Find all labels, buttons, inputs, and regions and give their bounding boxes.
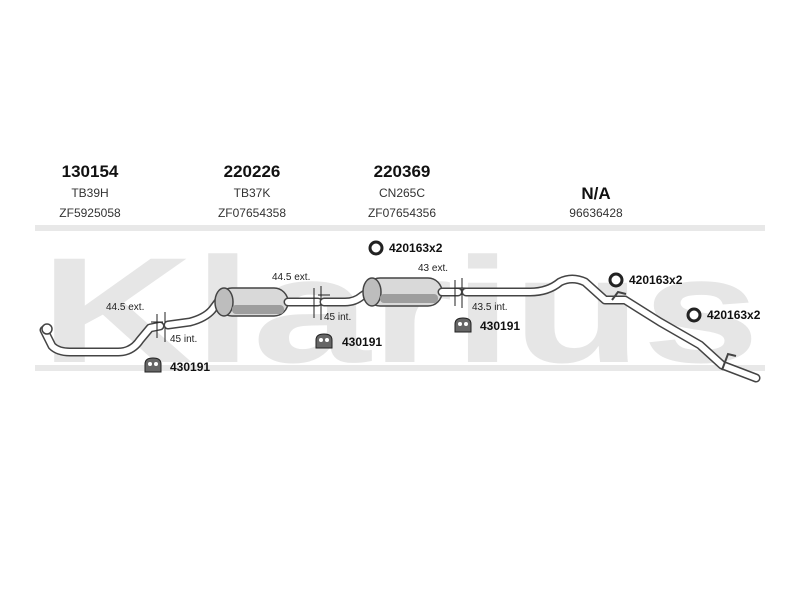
accessory-mount-2: 430191	[315, 333, 382, 349]
center-section	[163, 287, 323, 330]
ring-icon	[686, 307, 702, 323]
part-header-1: 130154 TB39H ZF5925058	[59, 162, 121, 220]
part-number: 220226	[224, 162, 281, 181]
dimension-label: 43 ext.	[418, 263, 448, 274]
accessory-label: 420163x2	[389, 241, 443, 255]
part-number: 130154	[62, 162, 119, 181]
part-code: TB39H	[71, 186, 108, 200]
part-code: CN265C	[379, 186, 425, 200]
part-number: 220369	[374, 162, 431, 181]
part-ref: ZF07654358	[218, 206, 286, 220]
part-ref: ZF07654356	[368, 206, 436, 220]
front-pipe	[39, 321, 165, 357]
part-header-2: 220226 TB37K ZF07654358	[218, 162, 286, 220]
rubber-mount-icon	[144, 357, 162, 373]
accessory-mount-1: 430191	[144, 357, 210, 374]
accessory-label: 420163x2	[707, 308, 761, 322]
watermark-bar-bottom	[35, 365, 765, 371]
accessory-label: 430191	[480, 319, 520, 333]
dimension-label: 45 int.	[324, 312, 351, 323]
rubber-mount-icon	[315, 333, 333, 349]
part-header-3: 220369 CN265C ZF07654356	[368, 162, 436, 220]
accessory-label: 430191	[170, 360, 210, 374]
part-header-4: N/A 96636428	[569, 184, 623, 220]
accessory-mount-3: 430191	[454, 317, 520, 333]
dimension-label: 44.5 ext.	[272, 272, 310, 283]
accessory-ring-3: 420163x2	[686, 307, 761, 323]
accessory-ring-2: 420163x2	[608, 272, 683, 288]
accessory-ring-1: 420163x2	[368, 240, 443, 256]
part-ref: ZF5925058	[59, 206, 121, 220]
dimension-label: 45 int.	[170, 334, 197, 345]
rubber-mount-icon	[454, 317, 472, 333]
ring-icon	[608, 272, 624, 288]
dimension-label: 43.5 int.	[472, 302, 508, 313]
part-number: N/A	[581, 184, 610, 203]
part-ref: 96636428	[569, 206, 623, 220]
watermark-bar-top	[35, 225, 765, 231]
accessory-label: 420163x2	[629, 273, 683, 287]
part-code: TB37K	[234, 186, 271, 200]
dimension-label: 44.5 ext.	[106, 302, 144, 313]
ring-icon	[368, 240, 384, 256]
tail-pipe	[461, 274, 761, 383]
accessory-label: 430191	[342, 335, 382, 349]
